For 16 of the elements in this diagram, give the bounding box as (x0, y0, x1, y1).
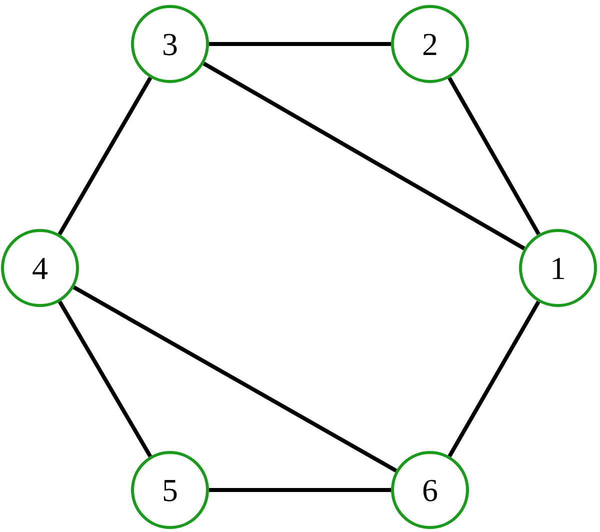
edge-line (209, 42, 391, 46)
edge-line (448, 76, 540, 236)
vertex-label: 1 (550, 252, 566, 284)
edge-line (58, 300, 152, 458)
edge-line (58, 76, 152, 236)
vertex-label: 4 (32, 252, 48, 284)
vertex-label: 6 (422, 474, 438, 506)
vertex-label: 5 (162, 474, 178, 506)
edge-line (448, 300, 540, 458)
vertex-label: 2 (422, 28, 438, 60)
vertex-circle (519, 229, 597, 307)
edge-line (72, 286, 398, 472)
edge-line (209, 488, 391, 492)
edge-line (202, 62, 526, 250)
vertex-circle (1, 229, 79, 307)
vertex-label: 3 (162, 28, 178, 60)
